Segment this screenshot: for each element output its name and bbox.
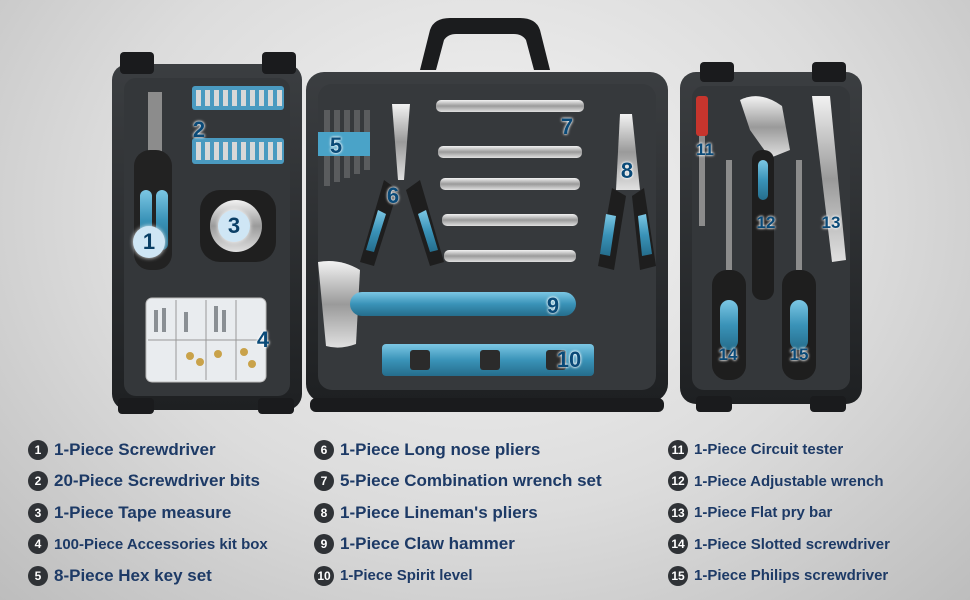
legend-number: 2 bbox=[28, 471, 48, 492]
philips-screwdriver-tool bbox=[782, 160, 816, 380]
marker-2: 2 bbox=[192, 117, 206, 142]
legend-label: 1-Piece Lineman's pliers bbox=[340, 502, 538, 522]
legend-number: 1 bbox=[28, 439, 48, 460]
parts-legend: 1 1-Piece Screwdriver 2 20-Piece Screwdriv… bbox=[0, 428, 970, 600]
legend-label: 1-Piece Adjustable wrench bbox=[694, 472, 884, 490]
legend-label: 1-Piece Slotted screwdriver bbox=[694, 535, 890, 553]
legend-item: 4 100-Piece Accessories kit box bbox=[28, 529, 268, 561]
legend-item: 13 1-Piece Flat pry bar bbox=[668, 497, 890, 529]
legend-item: 7 5-Piece Combination wrench set bbox=[314, 466, 602, 498]
legend-item: 14 1-Piece Slotted screwdriver bbox=[668, 529, 890, 561]
legend-number: 8 bbox=[314, 502, 334, 523]
legend-number: 11 bbox=[668, 439, 688, 460]
marker-4: 4 bbox=[256, 327, 270, 352]
legend-number: 5 bbox=[28, 565, 48, 586]
combination-wrench-set-tool bbox=[436, 100, 584, 262]
marker-10: 10 bbox=[556, 347, 582, 372]
lineman-pliers-tool bbox=[598, 114, 656, 270]
legend-label: 5-Piece Combination wrench set bbox=[340, 471, 602, 491]
legend-item: 2 20-Piece Screwdriver bits bbox=[28, 466, 268, 498]
legend-number: 7 bbox=[314, 471, 334, 492]
legend-item: 5 8-Piece Hex key set bbox=[28, 560, 268, 592]
marker-12: 12 bbox=[756, 213, 776, 232]
legend-label: 8-Piece Hex key set bbox=[54, 565, 212, 585]
legend-item: 3 1-Piece Tape measure bbox=[28, 497, 268, 529]
flat-pry-bar-tool bbox=[812, 96, 846, 262]
legend-item: 8 1-Piece Lineman's pliers bbox=[314, 497, 602, 529]
legend-number: 14 bbox=[668, 534, 688, 555]
marker-9: 9 bbox=[546, 293, 560, 318]
legend-label: 1-Piece Claw hammer bbox=[340, 534, 515, 554]
marker-11: 11 bbox=[696, 140, 714, 159]
legend-label: 1-Piece Tape measure bbox=[54, 502, 232, 522]
legend-item: 1 1-Piece Screwdriver bbox=[28, 434, 268, 466]
legend-number: 9 bbox=[314, 534, 334, 555]
legend-number: 3 bbox=[28, 502, 48, 523]
legend-label: 1-Piece Circuit tester bbox=[694, 441, 844, 459]
legend-label: 1-Piece Philips screwdriver bbox=[694, 567, 889, 585]
screwdriver-bits-tool bbox=[192, 86, 284, 164]
marker-13: 13 bbox=[821, 213, 841, 232]
circuit-tester-tool bbox=[696, 96, 708, 226]
legend-label: 1-Piece Screwdriver bbox=[54, 439, 216, 459]
accessories-box-tool bbox=[145, 297, 267, 383]
legend-item: 15 1-Piece Philips screwdriver bbox=[668, 560, 890, 592]
marker-14: 14 bbox=[718, 345, 738, 364]
legend-column-3: 11 1-Piece Circuit tester 12 1-Piece Adjus… bbox=[668, 434, 890, 592]
legend-label: 100-Piece Accessories kit box bbox=[54, 535, 268, 553]
marker-3: 3 bbox=[218, 210, 250, 242]
hex-key-set-tool bbox=[318, 110, 370, 186]
claw-hammer-tool bbox=[318, 261, 576, 348]
legend-number: 13 bbox=[668, 502, 688, 523]
spirit-level-tool bbox=[382, 344, 594, 376]
legend-label: 1-Piece Long nose pliers bbox=[340, 439, 541, 459]
legend-column-1: 1 1-Piece Screwdriver 2 20-Piece Screwdriv… bbox=[28, 434, 268, 592]
legend-label: 1-Piece Spirit level bbox=[340, 567, 473, 585]
long-nose-pliers-tool bbox=[360, 104, 444, 266]
legend-column-2: 6 1-Piece Long nose pliers 7 5-Piece Combi… bbox=[314, 434, 602, 592]
marker-15: 15 bbox=[789, 345, 809, 364]
legend-label: 20-Piece Screwdriver bits bbox=[54, 471, 261, 491]
legend-item: 12 1-Piece Adjustable wrench bbox=[668, 466, 890, 498]
legend-number: 6 bbox=[314, 439, 334, 460]
marker-8: 8 bbox=[620, 158, 634, 183]
legend-label: 1-Piece Flat pry bar bbox=[694, 504, 833, 522]
marker-7: 7 bbox=[560, 114, 574, 139]
legend-number: 15 bbox=[668, 565, 688, 586]
tool-case-illustration bbox=[112, 18, 862, 414]
legend-item: 11 1-Piece Circuit tester bbox=[668, 434, 890, 466]
marker-1: 1 bbox=[133, 226, 165, 258]
legend-item: 10 1-Piece Spirit level bbox=[314, 560, 602, 592]
legend-item: 9 1-Piece Claw hammer bbox=[314, 529, 602, 561]
adjustable-wrench-tool bbox=[740, 96, 790, 300]
legend-number: 4 bbox=[28, 534, 48, 555]
legend-number: 12 bbox=[668, 471, 688, 492]
slotted-screwdriver-tool bbox=[712, 160, 746, 380]
case-handle bbox=[420, 18, 550, 70]
legend-item: 6 1-Piece Long nose pliers bbox=[314, 434, 602, 466]
marker-6: 6 bbox=[386, 183, 400, 208]
legend-number: 10 bbox=[314, 565, 334, 586]
marker-5: 5 bbox=[329, 133, 343, 158]
